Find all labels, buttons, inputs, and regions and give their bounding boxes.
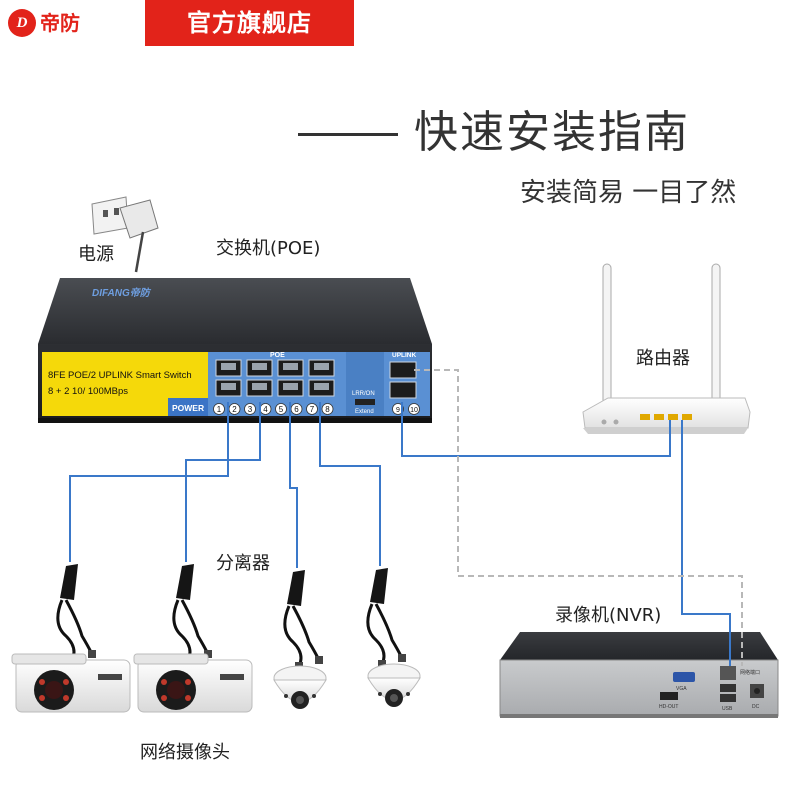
label-splitter: 分离器 <box>216 553 270 574</box>
brand-name: 帝防 <box>40 11 80 35</box>
port-number: 1 <box>217 405 222 414</box>
switch-brand: DIFANG帝防 <box>92 287 152 299</box>
switch-model-line1: 8FE POE/2 UPLINK Smart Switch <box>48 370 192 381</box>
switch-model-line2: 8 + 2 10/ 100MBps <box>48 386 128 397</box>
poe-port-contacts <box>314 363 329 370</box>
poe-splitters <box>56 564 406 670</box>
page-subtitle: 安装简易 一目了然 <box>520 178 737 208</box>
brand-bar: D 帝防 <box>0 0 145 46</box>
port-number: 6 <box>294 405 299 414</box>
splitter-icon <box>172 564 212 664</box>
label-switch: 交换机(POE) <box>216 238 321 259</box>
title-dash <box>298 133 398 136</box>
bullet-camera-2-icon <box>133 653 253 713</box>
nvr-usb-label: USB <box>722 706 733 712</box>
port-number-badge <box>321 403 334 415</box>
brand-logo-icon: D <box>8 9 36 37</box>
poe-port-contacts <box>221 383 236 390</box>
uplink-number-badge <box>392 403 404 415</box>
splitter-icon <box>366 568 406 668</box>
splitter-icon <box>56 564 96 664</box>
nvr-dc-label: DC <box>752 704 760 710</box>
poe-port-contacts <box>314 383 329 390</box>
label-power: 电源 <box>78 244 114 265</box>
dome-camera-2-icon <box>367 663 421 707</box>
switch-poe-label: POE <box>270 352 285 359</box>
nvr-recorder <box>499 632 779 718</box>
network-cables <box>69 402 731 666</box>
uplink-number-badge <box>408 403 420 415</box>
port-number: 4 <box>263 405 268 414</box>
poe-port-contacts <box>252 383 267 390</box>
uplink-port[interactable] <box>389 381 417 399</box>
port-number-badge <box>244 403 256 415</box>
poe-port-contacts <box>283 383 298 390</box>
store-name: 官方旗舰店 <box>187 9 312 37</box>
dome-camera-1-icon <box>273 665 327 709</box>
router-icon <box>582 263 751 434</box>
uplink-number: 9 <box>396 407 400 414</box>
label-cameras: 网络摄像头 <box>140 742 230 763</box>
poe-port-contacts <box>283 363 298 370</box>
nvr-vga-label: VGA <box>676 686 687 692</box>
port-number-badge <box>275 403 287 415</box>
switch-uplink-label: UPLINK <box>392 352 417 359</box>
uplink-port[interactable] <box>389 361 417 379</box>
port-number-badge <box>306 403 318 415</box>
port-number: 3 <box>248 405 253 414</box>
switch-poe-ports: 1 2 3 4 5 6 7 8 9 10 <box>213 359 420 415</box>
poe-port-contacts <box>221 363 236 370</box>
bullet-camera-1-icon <box>11 653 131 713</box>
port-number: 8 <box>325 405 330 414</box>
port-number: 7 <box>310 405 315 414</box>
uplink-number: 10 <box>410 407 418 414</box>
dashed-uplink-cable <box>414 369 743 666</box>
store-banner: 官方旗舰店 <box>145 0 354 46</box>
page-title: 快速安装指南 <box>414 107 690 158</box>
port-number: 2 <box>232 405 237 414</box>
poe-port-contacts <box>252 363 267 370</box>
extend-switch[interactable] <box>355 399 375 405</box>
label-nvr: 录像机(NVR) <box>555 605 662 626</box>
switch-extend-label2: Extend <box>355 409 374 415</box>
port-number-badge <box>213 403 225 415</box>
splitter-icon <box>283 570 323 670</box>
nvr-lan-label: 网络端口 <box>740 669 760 676</box>
switch-power-label: POWER <box>172 403 204 413</box>
switch-extend-label1: LRR/ON <box>352 391 375 397</box>
nvr-hdout-label: HD-OUT <box>659 704 678 710</box>
port-number: 5 <box>279 405 284 414</box>
label-router: 路由器 <box>636 348 690 369</box>
power-adapter-icon <box>91 196 159 273</box>
